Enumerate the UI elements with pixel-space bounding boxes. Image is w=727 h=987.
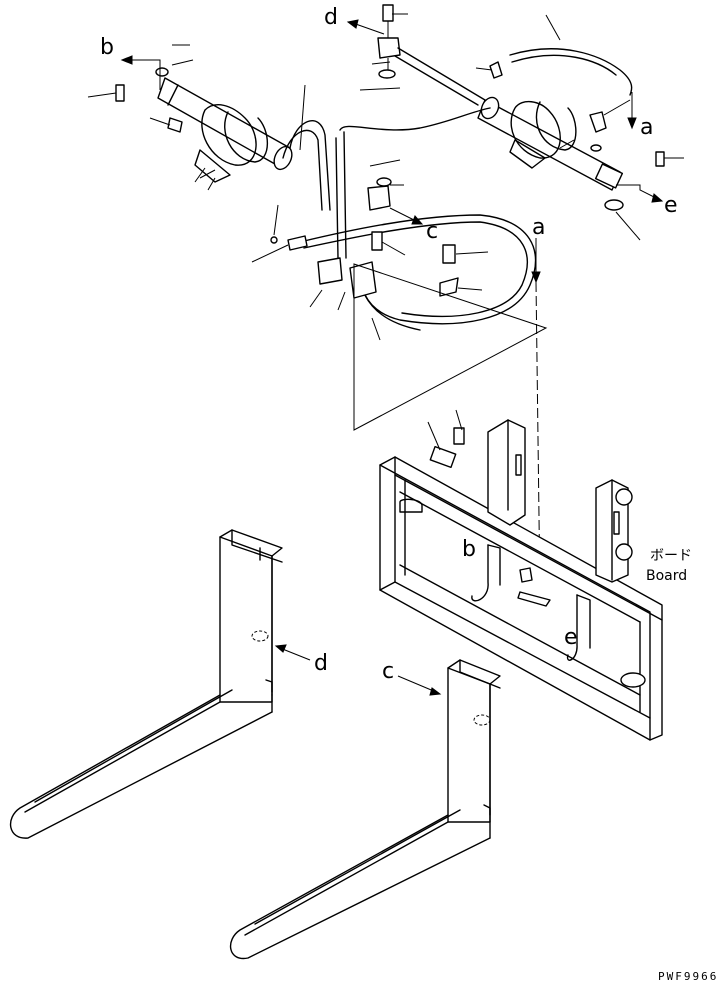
callout-arrows (120, 19, 664, 696)
right-fork (229, 659, 501, 960)
callout-c-fork: c (382, 659, 394, 684)
drawing-code: PWF9966 (658, 970, 718, 983)
board-label-english: Board (646, 568, 687, 584)
carriage-mounting-hooks (427, 409, 633, 583)
callout-c-top: c (426, 219, 438, 244)
callout-b-frame: b (462, 537, 476, 562)
callout-e-top: e (664, 193, 678, 218)
leader-lines (87, 13, 684, 341)
left-side-shift-cylinder (157, 77, 293, 191)
callout-labels: b d a e c a b d c e ボード Board PWF9966 (100, 5, 718, 983)
callout-a-mid: a (532, 215, 545, 240)
left-fork (9, 529, 283, 839)
hydraulic-hoses (282, 48, 633, 331)
callout-b-top: b (100, 35, 114, 60)
board-label-japanese: ボード (650, 548, 692, 564)
carriage-frame (379, 456, 663, 741)
callout-e-frame: e (564, 625, 578, 650)
fittings-and-fasteners (115, 61, 665, 299)
right-side-shift-cylinder (477, 96, 624, 191)
center-mounting-block (377, 4, 486, 106)
callout-d-top: d (324, 5, 338, 30)
callout-d-fork: d (314, 651, 328, 676)
callout-a-top: a (640, 115, 653, 140)
